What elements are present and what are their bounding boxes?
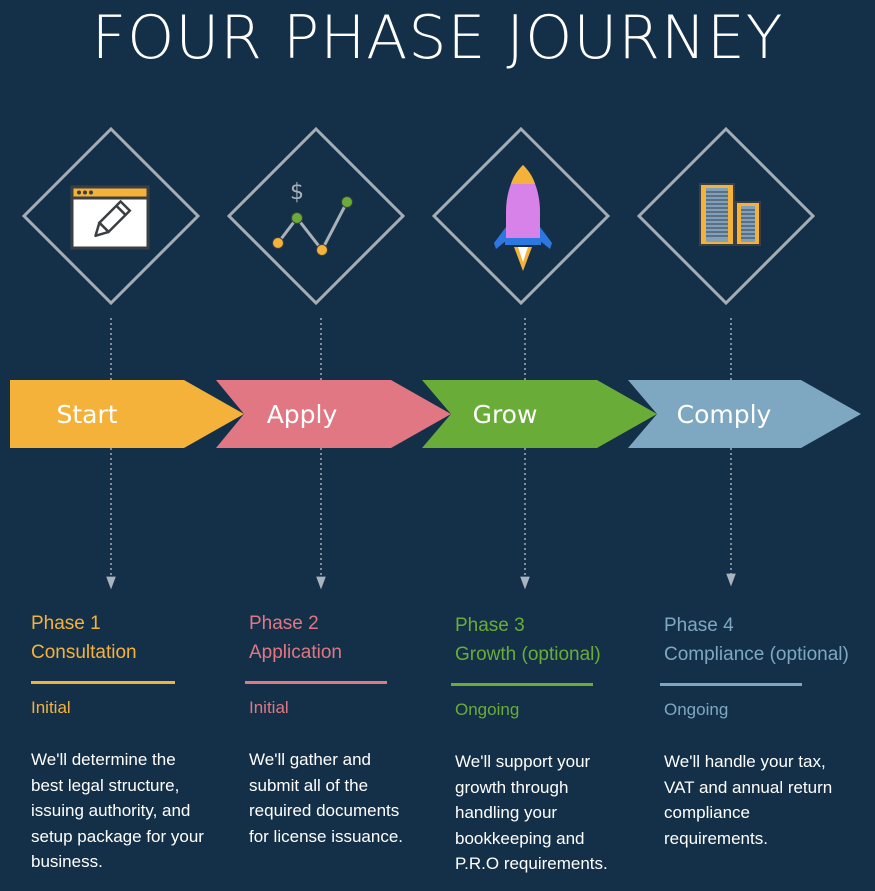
phase-description: We'll determine the best legal structure… [31,750,204,871]
arrow-label-apply: Apply [267,400,338,429]
phase-description: We'll handle your tax, VAT and annual re… [664,752,833,848]
phase-divider [245,681,387,684]
office-buildings-icon [699,183,761,246]
dollar-chart-icon: $ [272,180,353,256]
phase-tag: Ongoing [455,700,520,719]
phase-card-2: Phase 2 Application Initial We'll gather… [245,609,454,849]
phase-tag: Ongoing [664,700,729,719]
arrow-label-grow: Grow [473,400,538,429]
rocket-icon [494,165,552,271]
phase-number: Phase 4 [664,615,734,636]
phase-number: Phase 1 [31,613,101,634]
diamond-frame-2 [226,126,406,306]
phase-divider [31,681,175,684]
browser-edit-icon [70,185,150,250]
phase-tag: Initial [249,698,289,717]
arrow-apply [216,380,451,448]
arrow-comply [628,380,861,448]
diamond-frame-1 [21,126,201,306]
phase-number: Phase 3 [455,615,525,636]
diamond-frame-4 [636,126,816,306]
phase-name: Application [249,642,342,663]
phase-name: Compliance (optional) [664,644,849,665]
phase-number: Phase 2 [249,613,319,634]
phase-name: Growth (optional) [455,644,601,665]
phase-name: Consultation [31,642,137,663]
arrow-start [10,380,244,448]
phase-card-1: Phase 1 Consultation Initial We'll deter… [31,609,236,875]
arrow-grow [422,380,657,448]
arrow-label-comply: Comply [677,400,772,429]
page-title: FOUR PHASE JOURNEY [91,3,784,73]
phase-card-4: Phase 4 Compliance (optional) Ongoing We… [660,611,869,851]
svg-text:$: $ [290,180,304,205]
phase-divider [451,683,593,686]
diamond-frame-3 [431,126,611,306]
phase-card-3: Phase 3 Growth (optional) Ongoing We'll … [451,611,660,877]
phase-description: We'll gather and submit all of the requi… [249,750,404,846]
phase-tag: Initial [31,698,71,717]
phase-description: We'll support your growth through handli… [455,752,608,873]
phase-divider [660,683,802,686]
arrow-label-start: Start [56,400,117,429]
